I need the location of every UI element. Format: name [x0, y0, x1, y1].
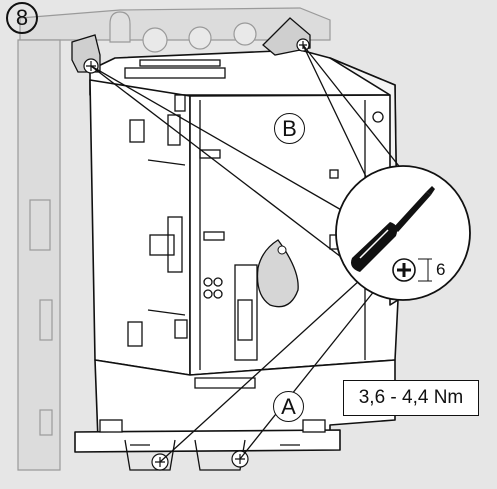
dimension-marks [418, 258, 432, 282]
screw-dimension-label: 6 [436, 260, 446, 279]
phillips-screw-icon [392, 258, 416, 282]
callout-b: B [274, 113, 305, 144]
step-number: 8 [6, 2, 38, 34]
switch-body [74, 49, 399, 453]
torque-value-box: 3,6 - 4,4 Nm [343, 380, 479, 416]
callout-a: A [273, 391, 304, 422]
screwdriver-icon [351, 186, 435, 272]
leader-lines [90, 44, 411, 463]
magnifier-detail [335, 165, 471, 301]
background-device [17, 7, 331, 471]
drop-shaped-label [256, 239, 299, 308]
